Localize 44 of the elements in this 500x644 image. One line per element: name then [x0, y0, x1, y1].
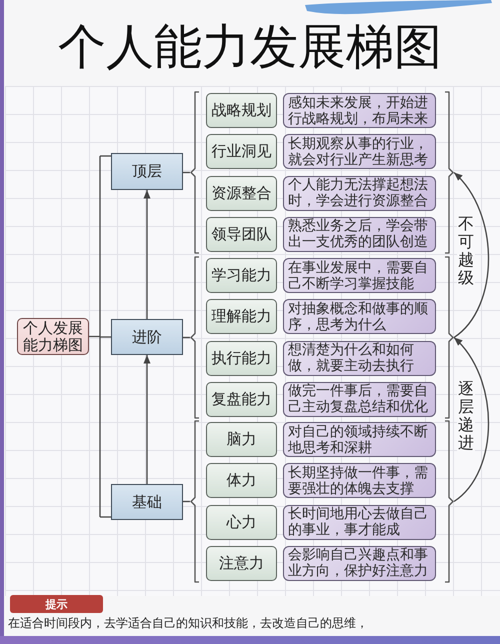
description-box: 熟悉业务之后，学会带出一支优秀的团队创造 [283, 216, 436, 252]
skill-box: 心力 [206, 504, 277, 540]
edge-label: 不可越级 [457, 215, 475, 288]
tip-tab: 提示 [10, 595, 103, 613]
bracket-group [190, 91, 454, 254]
arrow [144, 355, 150, 484]
topic-box: 个人发展能力梯图 [17, 318, 89, 355]
skill-box: 领导团队 [206, 216, 277, 252]
bracket-group [190, 420, 454, 583]
skill-box: 理解能力 [206, 299, 277, 334]
description-box: 长期观察从事的行业，就会对行业产生新思考 [283, 134, 436, 170]
curved-arrow [454, 172, 490, 338]
brace-connector [88, 155, 112, 518]
skill-box: 复盘能力 [206, 382, 277, 417]
level-box: 进阶 [111, 319, 183, 355]
description-box: 会影响自己兴趣点和事业方向，保护好注意力 [283, 546, 436, 581]
skill-box: 资源整合 [206, 176, 277, 211]
connector-line [183, 172, 190, 174]
description-box: 做完一件事后，需要自己主动复盘总结和优化 [283, 382, 436, 417]
skill-box: 脑力 [206, 422, 277, 457]
skill-box: 战略规划 [206, 93, 277, 128]
connector-line [183, 500, 190, 502]
description-box: 对自己的领域持续不断地思考和深耕 [283, 422, 436, 457]
skill-box: 注意力 [206, 546, 277, 581]
skill-box: 执行能力 [206, 340, 277, 376]
description-box: 长期坚持做一件事，需要强壮的体魄去支撑 [283, 463, 436, 498]
bracket-group [190, 256, 454, 419]
connector-line [183, 336, 190, 338]
level-box: 顶层 [111, 153, 183, 190]
edge-label: 逐层递进 [457, 380, 475, 452]
skill-box: 体力 [206, 463, 277, 498]
skill-box: 学习能力 [206, 258, 277, 293]
description-box: 长时间地用心去做自己的事业，事才能成 [283, 504, 436, 540]
skill-box: 行业洞见 [206, 134, 277, 170]
title: 个人能力发展梯图 [57, 18, 443, 77]
curved-arrow [454, 337, 490, 502]
description-box: 对抽象概念和做事的顺序，思考为什么 [283, 299, 436, 334]
description-box: 在事业发展中，需要自己不断学习掌握技能 [283, 258, 436, 293]
arrow [144, 190, 150, 319]
tip-text: 在适合时间段内，去学适合自己的知识和技能，去改造自己的思维， [8, 615, 368, 632]
description-box: 感知未来发展，开始进行战略规划，布局未来 [283, 93, 436, 128]
description-box: 想清楚为什么和如何做，就要主动去执行 [283, 340, 436, 376]
level-box: 基础 [111, 484, 183, 520]
description-box: 个人能力无法撑起想法时，学会进行资源整合 [283, 176, 436, 211]
